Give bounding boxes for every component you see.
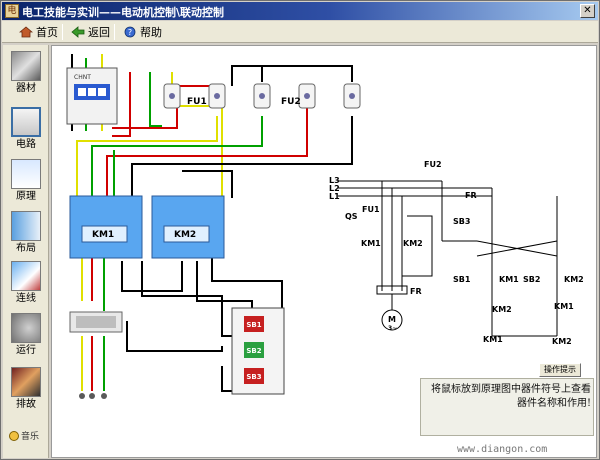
sidebar-label: 器材 [16, 83, 36, 94]
km1-right-aux-label[interactable]: KM1 [554, 302, 574, 311]
sidebar-label: 原理 [16, 191, 36, 202]
toolbar-separator [114, 24, 115, 40]
sidebar-label: 电路 [16, 139, 36, 150]
music-icon [9, 430, 19, 441]
sidebar-label: 连线 [16, 293, 36, 304]
toolbar: 首页 返回 ? 帮助 [2, 21, 598, 43]
sidebar-label: 排故 [16, 399, 36, 410]
sidebar-label: 运行 [16, 345, 36, 356]
layout-icon [11, 211, 41, 241]
sidebar-item-troubleshoot[interactable]: 排故 [7, 367, 45, 411]
equipment-icon [11, 51, 41, 81]
home-icon [19, 26, 33, 38]
sb2-label: SB2 [246, 347, 261, 355]
l3-label: L3 [329, 176, 340, 185]
km2-right-label[interactable]: KM2 [564, 275, 584, 284]
circuit-icon [11, 107, 41, 137]
fu1-schematic-label[interactable]: FU1 [362, 205, 380, 214]
home-label: 首页 [36, 26, 58, 39]
toolbar-separator [62, 24, 63, 40]
km1-main-label[interactable]: KM1 [361, 239, 381, 248]
tools-icon [11, 367, 41, 397]
principle-icon [11, 159, 41, 189]
km1-label: KM1 [92, 230, 114, 240]
qs-label: QS [345, 212, 358, 221]
wiring-diagram: CHNT FU1 FU2 KM1 KM2 [66, 54, 584, 399]
help-tip-box: 将鼠标放到原理图中器件符号上查看器件名称和作用! [420, 378, 594, 436]
km2-aux-label[interactable]: KM2 [492, 305, 512, 314]
close-button[interactable]: ✕ [580, 4, 595, 18]
help-tip-text: 将鼠标放到原理图中器件符号上查看器件名称和作用! [431, 384, 591, 409]
help-label: 帮助 [140, 26, 162, 39]
wiring-icon [11, 261, 41, 291]
km2-main-label[interactable]: KM2 [403, 239, 423, 248]
sb2-schematic-label[interactable]: SB2 [523, 275, 540, 284]
km2-coil-label[interactable]: KM2 [552, 337, 572, 346]
diagram-canvas: CHNT FU1 FU2 KM1 KM2 [51, 45, 597, 458]
music-toggle[interactable]: 音乐 [9, 429, 39, 442]
stop-button-sb1[interactable] [244, 316, 264, 332]
km2-label: KM2 [174, 230, 196, 240]
sidebar-item-layout[interactable]: 布局 [7, 211, 45, 255]
window-title: 电工技能与实训——电动机控制\联动控制 [22, 6, 225, 19]
sidebar-item-circuit[interactable]: 电路 [7, 107, 45, 151]
sb3-label: SB3 [246, 373, 261, 381]
start-button-sb3[interactable] [244, 368, 264, 384]
app-icon: 电 [5, 4, 19, 18]
start-button-sb2[interactable] [244, 342, 264, 358]
km1-aux-label[interactable]: KM1 [499, 275, 519, 284]
watermark: www.diangon.com [457, 444, 548, 455]
svg-text:?: ? [128, 28, 132, 37]
l1-label: L1 [329, 192, 340, 201]
km1-coil-label[interactable]: KM1 [483, 335, 503, 344]
sidebar-item-run[interactable]: 运行 [7, 313, 45, 357]
fu2-label: FU2 [281, 97, 301, 107]
sidebar-label: 布局 [16, 243, 36, 254]
sb1-label: SB1 [246, 321, 261, 329]
fu1-label: FU1 [187, 97, 207, 107]
back-button[interactable]: 返回 [68, 24, 113, 40]
help-toolbar-button[interactable]: ? 帮助 [120, 24, 165, 40]
help-icon: ? [124, 26, 136, 38]
fu2-schematic-label[interactable]: FU2 [424, 160, 442, 169]
motor-phase-label: 3~ [388, 325, 397, 332]
sidebar: 器材 电路 原理 布局 连线 运行 排故 音乐 [3, 45, 49, 458]
home-button[interactable]: 首页 [16, 24, 61, 40]
sidebar-item-principle[interactable]: 原理 [7, 159, 45, 203]
fr-contact-label[interactable]: FR [465, 191, 477, 200]
motor-icon [11, 313, 41, 343]
sb1-schematic-label[interactable]: SB1 [453, 275, 471, 284]
back-label: 返回 [88, 26, 110, 39]
sidebar-item-equipment[interactable]: 器材 [7, 51, 45, 95]
music-label: 音乐 [21, 432, 40, 442]
fr-relay-label[interactable]: FR [410, 287, 422, 296]
motor-label[interactable]: M [388, 315, 396, 324]
breaker-brand: CHNT [74, 74, 91, 81]
back-arrow-icon [71, 26, 85, 38]
help-tips-button[interactable]: 操作提示 [539, 363, 581, 377]
title-bar: 电 电工技能与实训——电动机控制\联动控制 ✕ [2, 2, 598, 20]
sidebar-item-wiring[interactable]: 连线 [7, 261, 45, 305]
l2-label: L2 [329, 184, 340, 193]
sb3-schematic-label[interactable]: SB3 [453, 217, 470, 226]
